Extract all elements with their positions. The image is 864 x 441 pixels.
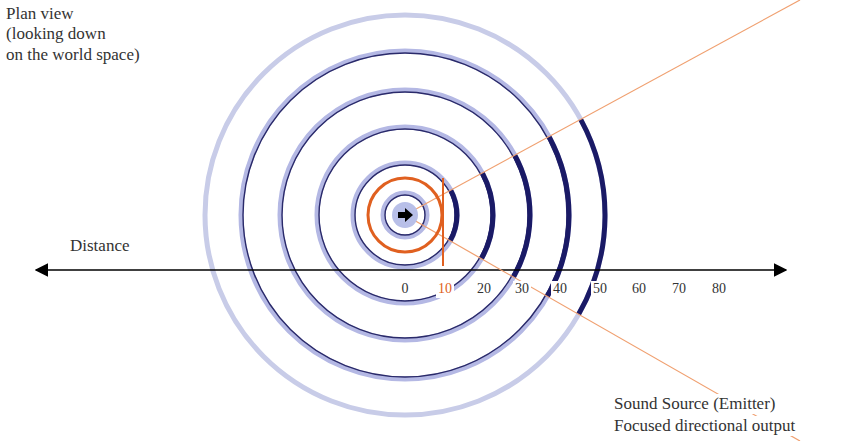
distance-tick: 80 xyxy=(710,281,728,298)
min-distance-tick xyxy=(442,178,444,266)
distance-tick: 10 xyxy=(436,281,454,298)
distance-ring xyxy=(280,90,530,340)
cone-ring-segment xyxy=(481,173,493,259)
min-distance-circle xyxy=(368,178,442,252)
cone-ring-segment xyxy=(547,137,569,297)
cone-edge xyxy=(405,215,800,441)
distance-axis xyxy=(36,269,786,271)
distance-tick: 40 xyxy=(551,281,569,298)
distance-ring-edge xyxy=(243,53,567,377)
distance-tick: 0 xyxy=(400,281,411,298)
distance-ring xyxy=(383,193,427,237)
distance-ring xyxy=(353,163,457,267)
distance-ring-edge xyxy=(385,195,425,235)
view-note: Plan view (looking down on the world spa… xyxy=(6,4,140,65)
emitter-label: Focused directional output xyxy=(612,416,797,436)
distance-tick: 20 xyxy=(475,281,493,298)
distance-tick: 70 xyxy=(670,281,688,298)
distance-ring-edge xyxy=(355,165,455,265)
emitter-arrow xyxy=(398,208,413,222)
distance-rings xyxy=(205,15,605,415)
cone-ring-segment xyxy=(513,155,530,277)
distance-ring xyxy=(241,51,569,379)
distance-ring xyxy=(317,127,493,303)
axis-label: Distance xyxy=(68,236,131,256)
cone-edge xyxy=(405,0,800,215)
distance-tick: 50 xyxy=(591,281,609,298)
emitter-label: Sound Source (Emitter) xyxy=(612,394,777,414)
cone-ring-segment xyxy=(450,190,457,241)
distance-tick: 30 xyxy=(513,281,531,298)
distance-ring-edge xyxy=(319,129,491,301)
distance-ring-edge xyxy=(282,92,528,338)
distance-tick: 60 xyxy=(630,281,648,298)
emitter-dot xyxy=(392,202,418,228)
distance-ring xyxy=(205,15,605,415)
